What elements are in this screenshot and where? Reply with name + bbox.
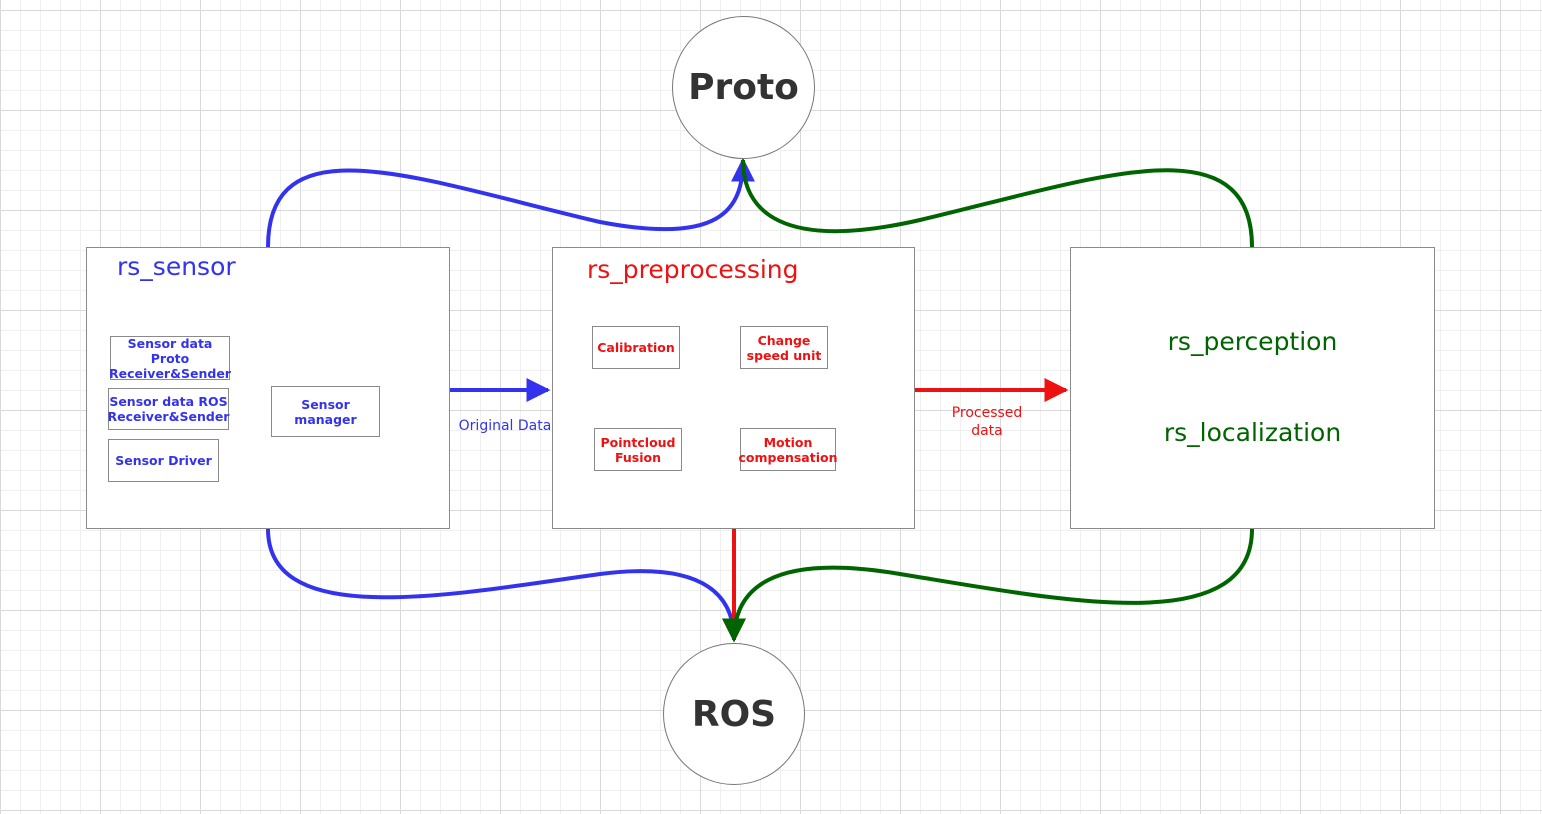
- motion-compensation-line1: Motion: [763, 434, 813, 450]
- perception-to-ros-edge: [722, 528, 1254, 643]
- change-speed-line1: Change: [757, 332, 811, 348]
- ros-receiver-line1: Sensor data ROS: [109, 394, 228, 409]
- processed-data-label: Processed data: [940, 404, 1034, 440]
- sensor-to-proto-edge: [266, 157, 755, 248]
- change-speed-box: Change speed unit: [740, 326, 828, 369]
- ros-node: ROS: [663, 643, 805, 785]
- sensor-driver-box: Sensor Driver: [108, 439, 219, 482]
- perception-to-proto-edge: [741, 159, 1254, 248]
- pointcloud-fusion-line2: Fusion: [614, 449, 661, 465]
- ros-label: ROS: [691, 693, 777, 735]
- processed-data-line1: Processed: [951, 405, 1023, 421]
- pointcloud-fusion-line1: Pointcloud: [600, 434, 676, 450]
- change-speed-line2: speed unit: [746, 347, 822, 363]
- rs-perception-title: rs_perception: [1167, 327, 1338, 356]
- original-data-label: Original Data: [458, 418, 552, 434]
- processed-data-line2: data: [971, 423, 1003, 439]
- sensor-manager-label: Sensor manager: [294, 396, 357, 427]
- proto-label: Proto: [688, 67, 799, 108]
- calibration-box: Calibration: [592, 326, 680, 369]
- motion-compensation-line2: compensation: [738, 449, 838, 465]
- rs-perception-panel: rs_perception rs_localization: [1070, 247, 1435, 529]
- pointcloud-fusion-box: Pointcloud Fusion: [594, 428, 682, 471]
- proto-receiver-line2: Receiver&Sender: [109, 365, 231, 381]
- proto-receiver-box: Sensor data Proto Receiver&Sender: [109, 335, 231, 381]
- sensor-driver-label: Sensor Driver: [115, 453, 212, 468]
- proto-node: Proto: [672, 16, 815, 159]
- rs-localization-title: rs_localization: [1163, 418, 1342, 447]
- proto-receiver-line1: Sensor data Proto: [127, 335, 213, 366]
- rs-sensor-title: rs_sensor: [117, 252, 236, 281]
- motion-compensation-box: Motion compensation: [738, 428, 838, 471]
- rs-preprocessing-title: rs_preprocessing: [587, 255, 799, 284]
- sensor-to-ros-edge: [266, 528, 746, 643]
- calibration-label: Calibration: [597, 340, 675, 355]
- ros-receiver-line2: Receiver&Sender: [107, 409, 230, 424]
- sensor-manager-box: Sensor manager: [271, 386, 380, 437]
- rs-sensor-panel: rs_sensor Sensor data Proto Receiver&Sen…: [86, 247, 450, 529]
- ros-receiver-box: Sensor data ROS Receiver&Sender: [108, 388, 229, 430]
- rs-preprocessing-panel: rs_preprocessing Calibration Change spee…: [552, 247, 915, 529]
